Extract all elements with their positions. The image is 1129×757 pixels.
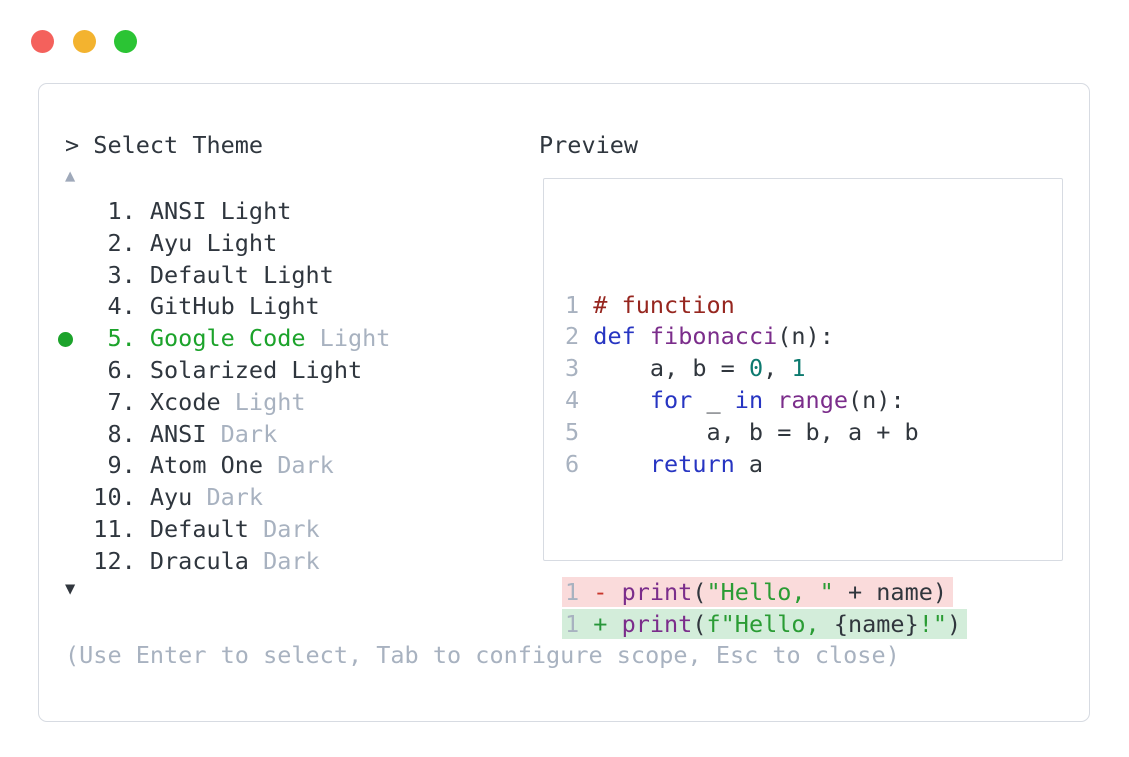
code-token-plain: + name) [833,577,948,606]
close-button[interactable] [31,30,54,53]
minimize-button[interactable] [72,30,96,53]
theme-item-variant: Dark [263,451,334,480]
code-token-ln: 1 [565,577,594,606]
code-token-str: f"Hello, [706,609,834,638]
theme-item-ayu[interactable]: 10. Ayu Dark [65,482,390,514]
theme-item-variant: Light [220,387,306,416]
code-line: 4 for _ in range(n): [565,385,967,417]
code-token-plain: ( [692,577,707,606]
theme-item-variant: Dark [206,419,278,448]
code-token-fn: range [777,385,848,414]
code-line: 6 return a [565,449,967,481]
code-token-kw: for [649,385,693,414]
code-token-plain [593,386,650,414]
theme-item-ansi-light[interactable]: 1. ANSI Light [65,196,390,228]
theme-item-label: 2. Ayu Light [65,228,278,257]
code-token-plain: {name} [833,609,919,638]
code-token-kw: in [734,385,764,414]
code-token-plain: , [763,354,792,383]
code-token-plain: _ [692,385,735,414]
theme-item-default-light[interactable]: 3. Default Light [65,260,390,292]
theme-item-default[interactable]: 11. Default Dark [65,514,390,546]
code-token-ln: 2 [565,322,594,351]
code-line: 3 a, b = 0, 1 [565,353,967,385]
theme-item-ayu-light[interactable]: 2. Ayu Light [65,228,390,260]
theme-item-variant: Dark [192,483,264,512]
diff-line-added: 1 + print(f"Hello, {name}!") [562,608,968,641]
theme-item-variant: Light [305,324,391,353]
theme-item-label: 3. Default Light [65,260,334,289]
code-token-ln: 5 [565,417,594,446]
theme-item-label: 4. GitHub Light [65,292,320,321]
code-token-minus: - [593,577,622,606]
theme-item-label: 6. Solarized Light [65,355,363,384]
theme-item-github-light[interactable]: 4. GitHub Light [65,291,390,323]
code-token-plain: a, b = [593,354,749,383]
code-token-str: !" [918,609,948,638]
code-line: 5 a, b = b, a + b [565,417,967,449]
code-token-plain: ( [692,609,707,638]
theme-item-solarized-light[interactable]: 6. Solarized Light [65,355,390,387]
code-token-ln: 1 [565,609,594,638]
picker-title: > Select Theme [65,131,264,159]
code-token-fn: print [621,609,693,638]
code-token-plus: + [593,609,622,638]
code-token-ln: 4 [565,385,594,414]
scroll-up-icon[interactable]: ▲ [65,166,76,186]
code-token-ln: 6 [565,449,594,478]
code-token-kw: return [649,449,735,478]
theme-list: 1. ANSI Light 2. Ayu Light 3. Default Li… [58,196,391,578]
diff-highlight: 1 + print(f"Hello, {name}!") [562,608,968,639]
theme-item-atom-one[interactable]: 9. Atom One Dark [65,450,390,482]
code-token-plain: ) [947,609,962,638]
code-token-ln: 3 [565,354,594,383]
code-token-plain: (n): [848,385,905,414]
theme-item-label: 9. Atom One [65,451,264,480]
theme-item-label: 11. Default [65,514,249,543]
code-token-plain [593,450,650,478]
code-token-plain [636,322,650,350]
theme-item-label: 10. Ayu [65,483,193,512]
code-token-kw: def [593,322,636,351]
theme-item-dracula[interactable]: 12. Dracula Dark [65,546,390,578]
code-token-num: 1 [791,354,806,383]
preview-label: Preview [539,131,639,159]
scroll-down-icon[interactable]: ▼ [65,579,76,599]
theme-item-label: 8. ANSI [65,419,207,448]
theme-item-label: 7. Xcode [65,387,221,416]
theme-item-variant: Dark [248,514,320,543]
zoom-button[interactable] [114,30,137,53]
theme-item-label: 5. Google Code [65,324,306,353]
theme-item-label: 12. Dracula [65,546,249,575]
code-token-plain: (n): [777,322,834,351]
theme-item-label: 1. ANSI Light [65,197,292,225]
code-line: 2 def fibonacci(n): [565,321,967,353]
diff-lines: 1 - print("Hello, " + name)1 + print(f"H… [562,576,968,641]
code-token-ln: 1 [565,290,594,319]
code-token-fn: fibonacci [649,322,778,351]
code-token-plain: a, b = b, a + b [593,417,919,446]
code-token-plain [763,386,777,414]
keyboard-hint: (Use Enter to select, Tab to configure s… [65,641,900,669]
theme-picker-panel: > Select Theme Preview ▲ 1. ANSI Light 2… [38,83,1090,722]
theme-item-ansi[interactable]: 8. ANSI Dark [65,419,390,451]
theme-item-xcode[interactable]: 7. Xcode Light [65,387,390,419]
diff-line-removed: 1 - print("Hello, " + name) [562,576,967,609]
theme-item-variant: Dark [248,546,320,575]
code-line: 1 # function [565,290,967,322]
theme-item-google-code[interactable]: 5. Google Code Light [58,323,391,355]
diff-highlight: 1 - print("Hello, " + name) [562,576,954,607]
code-token-num: 0 [748,354,764,383]
code-token-comment: # function [593,290,735,319]
code-token-str: "Hello, " [706,577,834,606]
window-controls [31,30,137,53]
code-token-plain: a [734,449,764,478]
code-token-fn: print [621,577,693,606]
selected-indicator-icon [58,331,73,347]
